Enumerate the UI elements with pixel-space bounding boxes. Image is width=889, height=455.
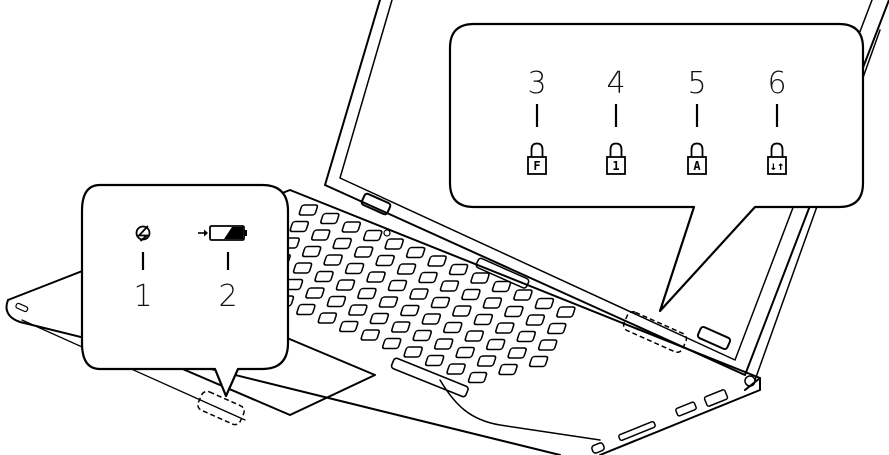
keyboard-key bbox=[486, 340, 505, 350]
keyboard-key bbox=[354, 247, 373, 257]
keyboard-key bbox=[400, 306, 419, 316]
keyboard-key bbox=[397, 264, 416, 274]
usb-port bbox=[675, 402, 697, 417]
keyboard-key bbox=[418, 273, 437, 283]
keyboard-key bbox=[483, 298, 502, 308]
keyboard-key bbox=[452, 306, 471, 316]
keyboard-key bbox=[440, 281, 459, 291]
keyboard-key bbox=[446, 364, 465, 374]
scroll-lock-glyph: ↓↑ bbox=[770, 159, 784, 173]
keyboard-key bbox=[314, 272, 333, 282]
callout-right bbox=[450, 24, 863, 311]
caps-lock-glyph: A bbox=[693, 159, 701, 173]
keyboard-key bbox=[336, 280, 355, 290]
keyboard-key bbox=[517, 332, 536, 342]
keyboard-key bbox=[443, 323, 462, 333]
keyboard-key bbox=[409, 289, 428, 299]
keyboard-key bbox=[449, 265, 468, 275]
indicator-number-4: 4 bbox=[606, 66, 625, 101]
keyboard-key bbox=[293, 263, 312, 273]
keyboard-key bbox=[348, 305, 367, 315]
keyboard-key bbox=[305, 288, 324, 298]
indicator-number-6: 6 bbox=[767, 66, 786, 101]
right-hinge bbox=[697, 326, 731, 350]
keyboard-key bbox=[311, 230, 330, 240]
keyboard-key bbox=[425, 356, 444, 366]
keyboard-key bbox=[406, 248, 425, 258]
keyboard-key bbox=[391, 322, 410, 332]
keyboard-key bbox=[379, 297, 398, 307]
side-button bbox=[15, 303, 28, 312]
keyboard-key bbox=[404, 347, 423, 357]
keyboard-key bbox=[375, 256, 394, 266]
keyboard-key bbox=[339, 322, 358, 332]
keyboard-key bbox=[422, 314, 441, 324]
keyboard-key bbox=[538, 340, 557, 350]
keyboard-key bbox=[296, 305, 315, 315]
keyboard-key bbox=[290, 222, 309, 232]
keyboard-key bbox=[474, 315, 493, 325]
keyboard-key bbox=[461, 290, 480, 300]
keyboard-key bbox=[299, 205, 318, 215]
keyboard-key bbox=[388, 281, 407, 291]
keyboard-key bbox=[327, 297, 346, 307]
webcam bbox=[384, 230, 390, 236]
indicator-number-5: 5 bbox=[687, 66, 706, 101]
audio-port bbox=[745, 376, 755, 386]
keyboard-key bbox=[385, 239, 404, 249]
keyboard-key bbox=[302, 247, 321, 257]
indicator-number-3: 3 bbox=[527, 66, 546, 101]
keyboard-key bbox=[431, 298, 450, 308]
keyboard-key bbox=[547, 324, 566, 334]
keyboard-key bbox=[456, 348, 475, 358]
keyboard-key bbox=[556, 307, 575, 317]
keyboard-key bbox=[382, 339, 401, 349]
card-slot bbox=[618, 421, 655, 441]
keyboard-key bbox=[318, 313, 337, 323]
keyboard-key bbox=[477, 356, 496, 366]
keyboard-key bbox=[513, 290, 532, 300]
power-port bbox=[591, 442, 605, 454]
keyboard-key bbox=[526, 315, 545, 325]
keyboard-key bbox=[427, 256, 446, 266]
indicator-number-2: 2 bbox=[218, 279, 237, 314]
keyboard-key bbox=[345, 264, 364, 274]
keyboard bbox=[253, 205, 575, 398]
keyboard-key bbox=[498, 365, 517, 375]
keyboard-key bbox=[529, 357, 548, 367]
keyboard-key bbox=[363, 231, 382, 241]
keyboard-key bbox=[535, 299, 554, 309]
keyboard-key bbox=[320, 214, 339, 224]
keyboard-key bbox=[413, 331, 432, 341]
keyboard-key bbox=[504, 307, 523, 317]
keyboard-key bbox=[370, 314, 389, 324]
keyboard-key bbox=[468, 373, 487, 383]
keyboard-key bbox=[508, 348, 527, 358]
num-lock-glyph: 1 bbox=[612, 159, 619, 173]
keyboard-key bbox=[357, 289, 376, 299]
keyboard-key bbox=[465, 331, 484, 341]
keyboard-key bbox=[361, 330, 380, 340]
indicator-number-1: 1 bbox=[133, 279, 152, 314]
keyboard-key bbox=[495, 323, 514, 333]
keyboard-key bbox=[366, 272, 385, 282]
keyboard-key bbox=[323, 255, 342, 265]
fn-lock-glyph: F bbox=[533, 159, 540, 173]
keyboard-key bbox=[333, 239, 352, 249]
indicator-location-left bbox=[196, 390, 246, 427]
indicator-location-right bbox=[622, 310, 689, 354]
callout-left bbox=[82, 185, 288, 396]
keyboard-key bbox=[492, 282, 511, 292]
keyboard-key bbox=[434, 339, 453, 349]
keyboard-key bbox=[342, 222, 361, 232]
keyboard-key bbox=[470, 273, 489, 283]
